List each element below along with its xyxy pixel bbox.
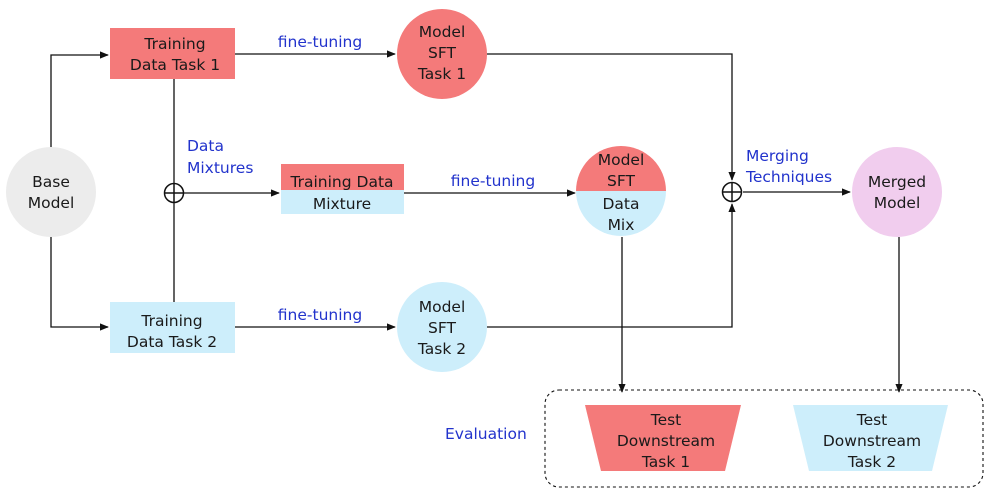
mixture-label-line2: Mixture	[313, 195, 371, 213]
sftmix-label-line4: Mix	[608, 216, 635, 234]
model-sft-task1-node: Model SFT Task 1	[397, 9, 487, 99]
merged-label-line2: Model	[874, 194, 921, 212]
sft1-label-line1: Model	[419, 23, 466, 41]
training-data-task1-box: Training Data Task 1	[110, 28, 235, 79]
training-task2-label-line1: Training	[140, 312, 202, 330]
sftmix-label-line2: SFT	[607, 172, 635, 190]
merging-techniques-label-line2: Techniques	[745, 168, 832, 186]
evaluation-label: Evaluation	[445, 425, 527, 443]
connectors	[50, 50, 903, 393]
sftmix-label-line3: Data	[602, 195, 639, 213]
training-task1-label-line2: Data Task 1	[130, 56, 220, 74]
finetune-task1-label: fine-tuning	[278, 33, 362, 51]
edge-sft2-to-merge	[487, 203, 736, 328]
edge-base-to-task2	[50, 235, 109, 331]
data-mixtures-label-line1: Data	[187, 137, 224, 155]
edge-base-to-task1	[50, 51, 109, 150]
sft2-label-line3: Task 2	[417, 340, 466, 358]
merging-techniques-label-line1: Merging	[746, 147, 809, 165]
finetune-mixture-label: fine-tuning	[451, 172, 535, 190]
sft1-label-line3: Task 1	[417, 65, 466, 83]
training-task2-label-line2: Data Task 2	[127, 333, 217, 351]
model-sft-data-mix-node: Model SFT Data Mix	[576, 146, 666, 236]
sft1-label-line2: SFT	[428, 44, 456, 62]
base-model-label-line2: Model	[28, 194, 75, 212]
data-mixtures-label-line2: Mixtures	[187, 159, 253, 177]
test2-label-line2: Downstream	[823, 432, 921, 450]
training-data-mixture-box: Training Data Mixture	[281, 164, 404, 214]
mixture-label-line1: Training Data	[289, 173, 393, 191]
finetune-task2-label: fine-tuning	[278, 306, 362, 324]
evaluation-group-border	[544, 389, 984, 488]
test1-label-line2: Downstream	[617, 432, 715, 450]
sftmix-label-line1: Model	[598, 151, 645, 169]
test1-label-line3: Task 1	[641, 453, 690, 471]
sft2-label-line1: Model	[419, 298, 466, 316]
merge-operator-icon	[721, 181, 743, 203]
training-task1-label-line1: Training	[143, 35, 205, 53]
model-sft-task2-node: Model SFT Task 2	[397, 282, 487, 372]
base-model-node: Base Model	[6, 147, 96, 237]
test-downstream-task1-node: Test Downstream Task 1	[585, 405, 741, 471]
test-downstream-task2-node: Test Downstream Task 2	[793, 405, 948, 471]
training-data-task2-box: Training Data Task 2	[110, 302, 235, 353]
base-model-label-line1: Base	[32, 173, 70, 191]
test2-label-line1: Test	[856, 411, 888, 429]
edge-sft1-to-merge	[487, 53, 736, 181]
sft2-label-line2: SFT	[428, 319, 456, 337]
test1-label-line1: Test	[650, 411, 682, 429]
mixture-operator-icon	[163, 182, 185, 204]
test2-label-line3: Task 2	[847, 453, 896, 471]
merged-label-line1: Merged	[868, 173, 926, 191]
merged-model-node: Merged Model	[852, 147, 942, 237]
